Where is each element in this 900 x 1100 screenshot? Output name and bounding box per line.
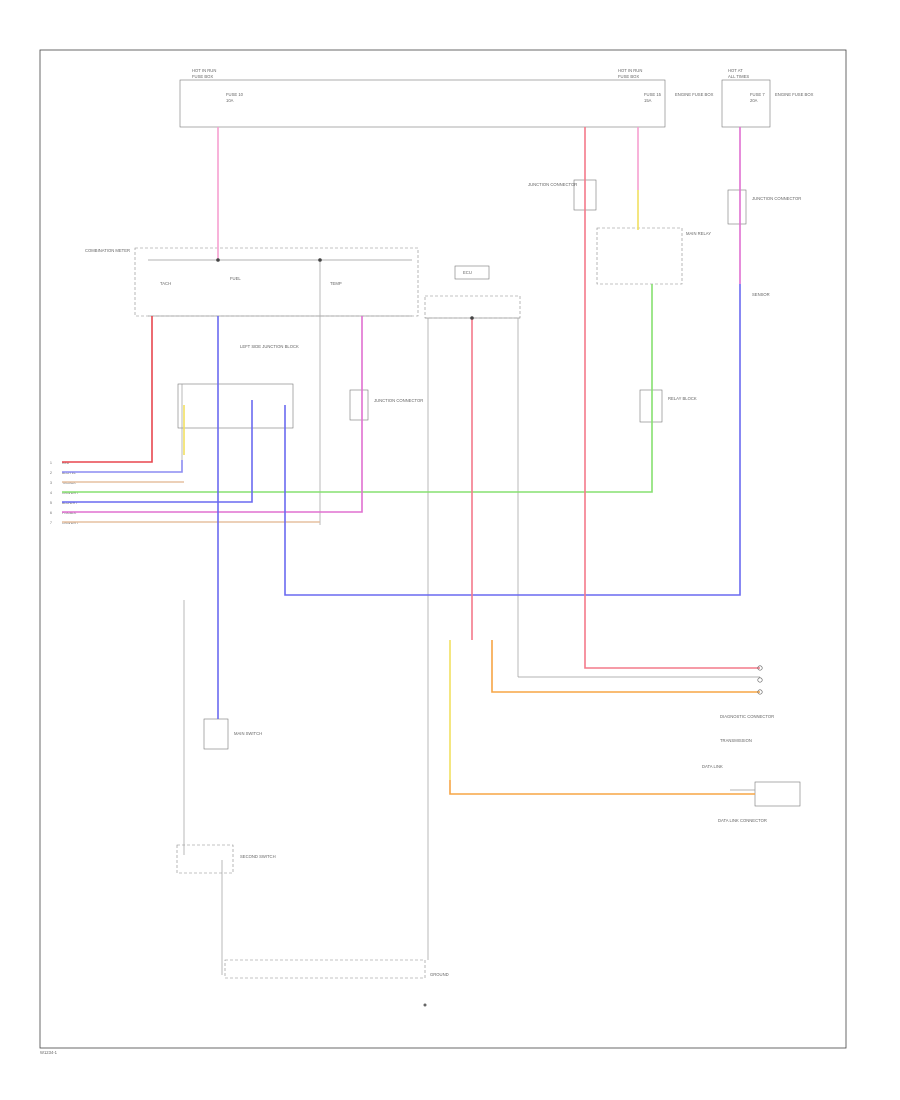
- fuse-mid-desc: ENGINE FUSE BOX: [675, 92, 714, 97]
- legend-number: 1: [50, 461, 52, 465]
- ground-label: GROUND: [430, 972, 449, 977]
- legend-number: 2: [50, 471, 52, 475]
- mid-connector-label: JUNCTION CONNECTOR: [374, 398, 423, 403]
- ground-dot: [423, 1003, 427, 1007]
- second-switch-box: [176, 844, 234, 874]
- wire-orange: [491, 640, 760, 693]
- meter-left-label: TACH: [160, 281, 171, 286]
- harness-label: GRN/WHT: [62, 491, 78, 495]
- fuse-box-right: [721, 79, 771, 128]
- harness-label: PNK/BLK: [62, 511, 77, 515]
- ecu-label: ECU: [463, 270, 472, 275]
- diag-connector-label: DIAGNOSTIC CONNECTOR: [720, 714, 774, 719]
- combination-meter-box: [134, 247, 419, 317]
- diagram-frame: [39, 49, 847, 1049]
- ecu-box: [454, 265, 490, 280]
- fuse-mid-sub: FUSE BOX: [618, 74, 639, 79]
- relay-block-box: [639, 389, 663, 423]
- fuse-mid-header: HOT IN RUN: [618, 68, 642, 73]
- fuse-box-main: [179, 79, 666, 128]
- fuse-left-name: FUSE 10: [226, 92, 244, 97]
- harness-labels: RED BLU/YEL YEL/BLK GRN/WHT BLU/WHT PNK/…: [62, 461, 78, 525]
- legend-number: 4: [50, 491, 52, 495]
- right-connector-box: [727, 189, 747, 225]
- wire-red: [62, 316, 153, 463]
- data-link-note: DATA LINK CONNECTOR: [718, 818, 767, 823]
- harness-legend: 1 2 3 4 5 6 7: [50, 461, 52, 525]
- terminal-dot: [757, 689, 763, 695]
- ground-box: [224, 959, 426, 979]
- left-junction-block: [177, 383, 294, 429]
- main-switch-label: MAIN SWITCH: [234, 731, 262, 736]
- terminal-dot: [757, 665, 763, 671]
- main-relay-box: [596, 227, 683, 285]
- legend-number: 6: [50, 511, 52, 515]
- left-block-label: LEFT SIDE JUNCTION BLOCK: [240, 344, 299, 349]
- legend-number: 5: [50, 501, 52, 505]
- fuel-indicator-label: FUEL: [230, 276, 241, 281]
- fuse-mid-name: FUSE 15: [644, 92, 662, 97]
- harness-label: RED: [62, 461, 70, 465]
- terminal-dot: [757, 677, 763, 683]
- main-relay-label: MAIN RELAY: [686, 231, 711, 236]
- fuse-right-desc: ENGINE FUSE BOX: [775, 92, 814, 97]
- wire-lightblue: [62, 460, 183, 473]
- legend-number: 3: [50, 481, 52, 485]
- wire-green: [62, 284, 653, 493]
- wire-orange-datalink: [449, 780, 755, 795]
- fuse-right-name: FUSE 7: [750, 92, 765, 97]
- data-link-label: DATA LINK: [702, 764, 723, 769]
- data-link-box: [754, 781, 801, 807]
- right-sensor-label: SENSOR: [752, 292, 770, 297]
- combination-meter-label: COMBINATION METER: [85, 248, 130, 253]
- harness-label: YEL/BLK: [62, 481, 76, 485]
- diag-note-label: TRANSMISSION: [720, 738, 752, 743]
- ecu-connector-box: [424, 295, 521, 319]
- right-connector-label: JUNCTION CONNECTOR: [752, 196, 801, 201]
- fuse-mid-amps: 15A: [644, 98, 652, 103]
- harness-label: BLU/WHT: [62, 501, 77, 505]
- meter-right-label: TEMP: [330, 281, 342, 286]
- splice-dot: [216, 258, 220, 262]
- fuse-right-sub: ALL TIMES: [728, 74, 749, 79]
- fuse-right-header: HOT AT: [728, 68, 743, 73]
- fuse-left-header: HOT IN RUN: [192, 68, 216, 73]
- fuse-left-amps: 10A: [226, 98, 234, 103]
- wire-blue: [62, 400, 253, 503]
- relay-block-label: RELAY BLOCK: [668, 396, 697, 401]
- fuse-right-amps: 20A: [750, 98, 758, 103]
- mid-connector-box: [349, 389, 369, 421]
- splice-dot: [318, 258, 322, 262]
- wire-salmon: [584, 127, 760, 669]
- footer-code: W1234-1: [40, 1050, 58, 1055]
- main-switch-box: [203, 718, 229, 750]
- harness-label: BLU/YEL: [62, 471, 76, 475]
- legend-number: 7: [50, 521, 52, 525]
- harness-label: ORN/WHT: [62, 521, 78, 525]
- mid-connector2-label: JUNCTION CONNECTOR: [528, 182, 577, 187]
- splice-dot: [470, 316, 474, 320]
- second-switch-label: SECOND SWITCH: [240, 854, 276, 859]
- fuse-left-sub: FUSE BOX: [192, 74, 213, 79]
- wire-magenta: [62, 316, 363, 513]
- wire-blue-loop: [284, 284, 741, 596]
